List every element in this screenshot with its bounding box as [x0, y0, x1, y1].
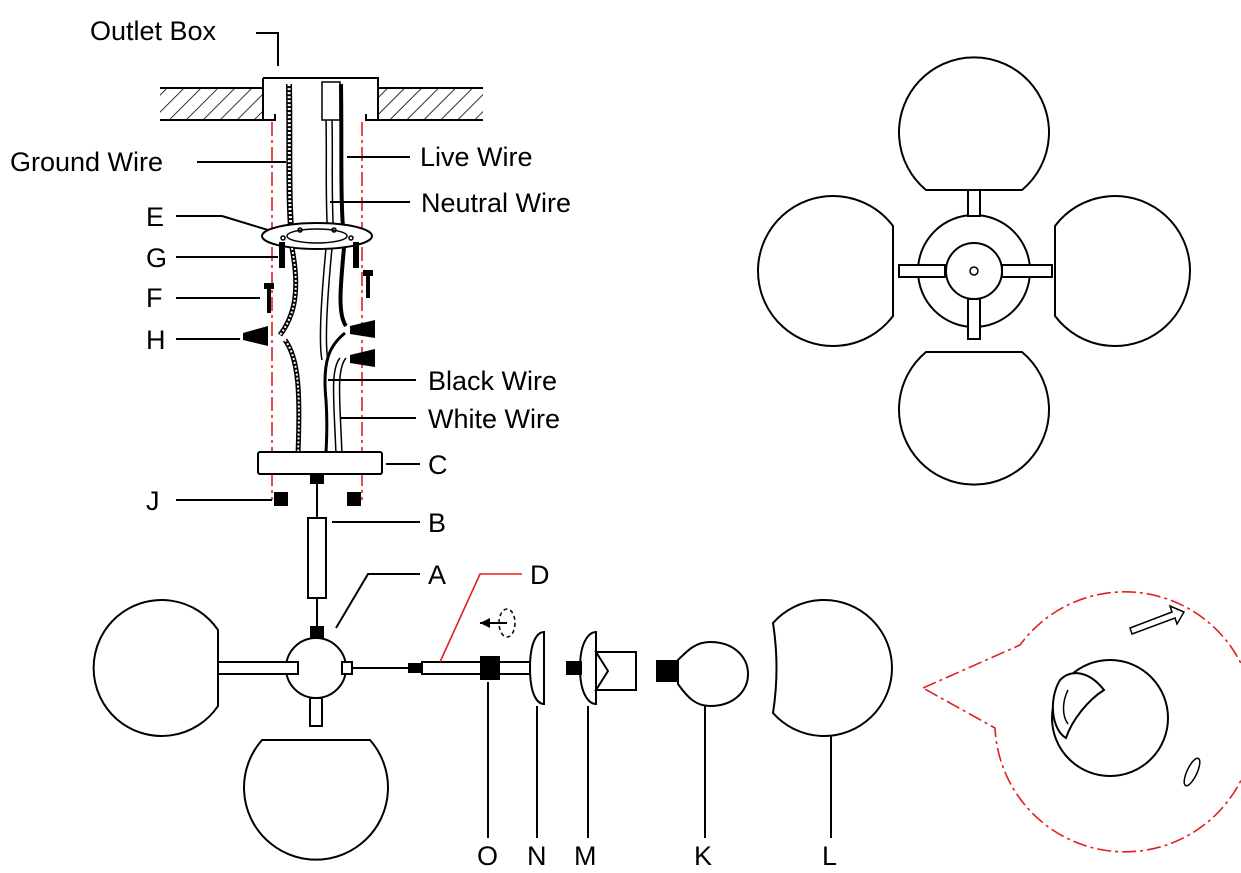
ceiling	[160, 87, 483, 121]
label-n: N	[527, 841, 547, 868]
label-f: F	[146, 283, 163, 313]
supply-wires	[286, 83, 346, 241]
outlet-box-label: Outlet Box	[90, 16, 217, 46]
screw-g	[279, 242, 359, 268]
label-m: M	[574, 841, 597, 868]
black-wire-label: Black Wire	[428, 366, 557, 396]
screw-f	[264, 270, 373, 313]
label-g: G	[146, 243, 167, 273]
detail-callout	[921, 591, 1241, 853]
rotate-icon	[480, 608, 516, 638]
socket	[594, 651, 637, 691]
alignment-guides	[271, 122, 363, 500]
arm-d	[352, 661, 531, 675]
ground-wire-label: Ground Wire	[10, 147, 163, 177]
bottom-leaders	[487, 682, 832, 838]
globe-left	[92, 599, 219, 737]
label-a: A	[428, 560, 446, 590]
neutral-wire-label: Neutral Wire	[421, 188, 571, 218]
glass-shade-l	[771, 599, 893, 737]
label-o: O	[477, 841, 498, 868]
label-j: J	[146, 486, 160, 516]
canopy-c	[257, 451, 383, 484]
outlet-box	[262, 77, 379, 121]
label-l: L	[822, 841, 837, 868]
live-wire-label: Live Wire	[420, 142, 533, 172]
label-d: D	[530, 560, 550, 590]
fixture-wires	[277, 247, 348, 456]
lock-nut-o	[480, 656, 500, 680]
cup-n	[528, 630, 545, 706]
top-view	[757, 56, 1191, 486]
bulb-k	[656, 640, 750, 708]
fixture-hub-a	[217, 637, 353, 727]
label-c: C	[428, 450, 448, 480]
canopy-nuts-j	[274, 492, 361, 506]
mounting-plate-e	[261, 222, 373, 250]
label-e: E	[146, 202, 164, 232]
outlet-box-leader	[256, 32, 279, 66]
white-wire-label: White Wire	[428, 404, 560, 434]
wire-nuts-h	[243, 320, 375, 367]
label-k: K	[694, 841, 712, 868]
label-b: B	[428, 508, 446, 538]
cup-m	[566, 630, 597, 706]
downrod-b	[307, 484, 327, 640]
label-h: H	[146, 325, 166, 355]
globe-bottom	[243, 739, 389, 861]
